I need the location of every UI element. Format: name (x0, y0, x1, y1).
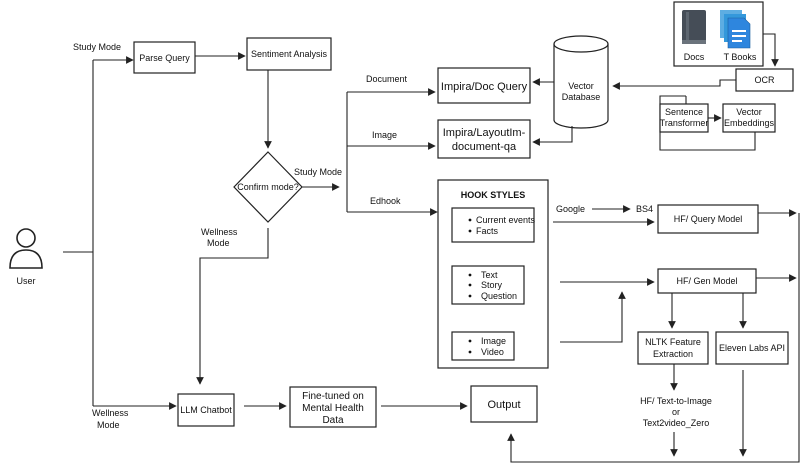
edge-bus-to-output (507, 213, 800, 463)
parse-query-node (133, 41, 196, 74)
impira-layoutlm-node (437, 119, 531, 159)
llm-chatbot-node (177, 393, 235, 427)
edge-confirm-to-llm (196, 228, 269, 385)
impira-doc-query-label: Impira/Doc Query (441, 81, 528, 93)
user-label: User (16, 276, 35, 286)
edge-label-image: Image (372, 130, 397, 140)
vector-database-label-2: Database (562, 92, 601, 102)
impira-layoutlm-label-2: document-qa (452, 141, 517, 153)
edge-transformer-loop (659, 95, 756, 151)
edge-media-to-gen-model (560, 291, 626, 343)
fine-tuned-label-3: Data (322, 415, 344, 426)
vector-embeddings-node (722, 103, 776, 133)
edge-label-study-mode-diamond: Study Mode (294, 167, 342, 177)
hook-item-image: Image (481, 336, 506, 346)
sentiment-analysis-label: Sentiment Analysis (251, 49, 328, 59)
eleven-labs-api-label: Eleven Labs API (719, 343, 785, 353)
hook-item-current-events: Current events (476, 215, 536, 225)
output-node (470, 385, 538, 423)
book-icon (682, 10, 706, 44)
edge-label-wellness-mid-2: Mode (207, 238, 230, 248)
edge-label-wellness-bottom-2: Mode (97, 420, 120, 430)
eleven-labs-api-node (715, 331, 789, 365)
hf-query-model-node (657, 204, 759, 234)
t-books-label: T Books (724, 52, 757, 62)
bs4-label: BS4 (636, 204, 653, 214)
hf-gen-model-node (657, 268, 757, 294)
vector-embeddings-label-2: Embeddings (724, 118, 775, 128)
edge-books-to-ocr (763, 33, 779, 67)
sentence-transformer-label-1: Sentence (665, 107, 703, 117)
docs-label: Docs (684, 52, 705, 62)
parse-query-label: Parse Query (139, 53, 190, 63)
fine-tuned-label-2: Mental Health (302, 403, 364, 414)
edge-label-wellness-bottom-1: Wellness (92, 408, 129, 418)
vector-embeddings-label-1: Vector (736, 107, 762, 117)
hook-group-3 (451, 331, 515, 361)
document-icon (720, 10, 751, 49)
hook-group-2 (451, 265, 525, 305)
output-label: Output (487, 399, 520, 411)
llm-chatbot-label: LLM Chatbot (180, 405, 232, 415)
text2image-label-3: Text2video_Zero (643, 418, 710, 428)
edge-label-document: Document (366, 74, 408, 84)
confirm-mode-label: Confirm mode? (237, 182, 299, 192)
edge-ocr-to-db (612, 79, 736, 90)
nltk-label-2: Extraction (653, 349, 693, 359)
fine-tuned-node (289, 386, 377, 428)
hook-item-facts: Facts (476, 226, 499, 236)
hook-item-question: Question (481, 291, 517, 301)
vector-database-node (553, 35, 609, 129)
hook-item-story: Story (481, 280, 503, 290)
ocr-label: OCR (755, 75, 776, 85)
fine-tuned-label-1: Fine-tuned on (302, 391, 364, 402)
edge-label-google: Google (556, 204, 585, 214)
user-icon (9, 228, 43, 269)
nltk-label-1: NLTK Feature (645, 337, 701, 347)
text2image-label-1: HF/ Text-to-Image (640, 396, 712, 406)
hf-gen-model-label: HF/ Gen Model (676, 276, 737, 286)
hook-item-text: Text (481, 270, 498, 280)
edge-label-study-mode: Study Mode (73, 42, 121, 52)
vector-database-label-1: Vector (568, 81, 594, 91)
hook-styles-title: HOOK STYLES (461, 190, 526, 200)
edge-label-wellness-mid-1: Wellness (201, 227, 238, 237)
hook-item-video: Video (481, 347, 504, 357)
sentiment-analysis-node (246, 37, 332, 71)
confirm-mode-diamond (233, 151, 303, 223)
edge-db-to-layoutlm (532, 126, 573, 146)
sentence-transformer-label-2: Transformer (660, 118, 709, 128)
hook-group-1 (451, 207, 535, 243)
impira-layoutlm-label-1: Impira/LayoutIm- (443, 127, 526, 139)
edge-label-edhook: Edhook (370, 196, 401, 206)
hf-query-model-label: HF/ Query Model (674, 214, 743, 224)
text2image-label-2: or (672, 407, 680, 417)
nltk-feature-extraction-node (637, 331, 709, 365)
impira-doc-query-node (437, 67, 531, 104)
